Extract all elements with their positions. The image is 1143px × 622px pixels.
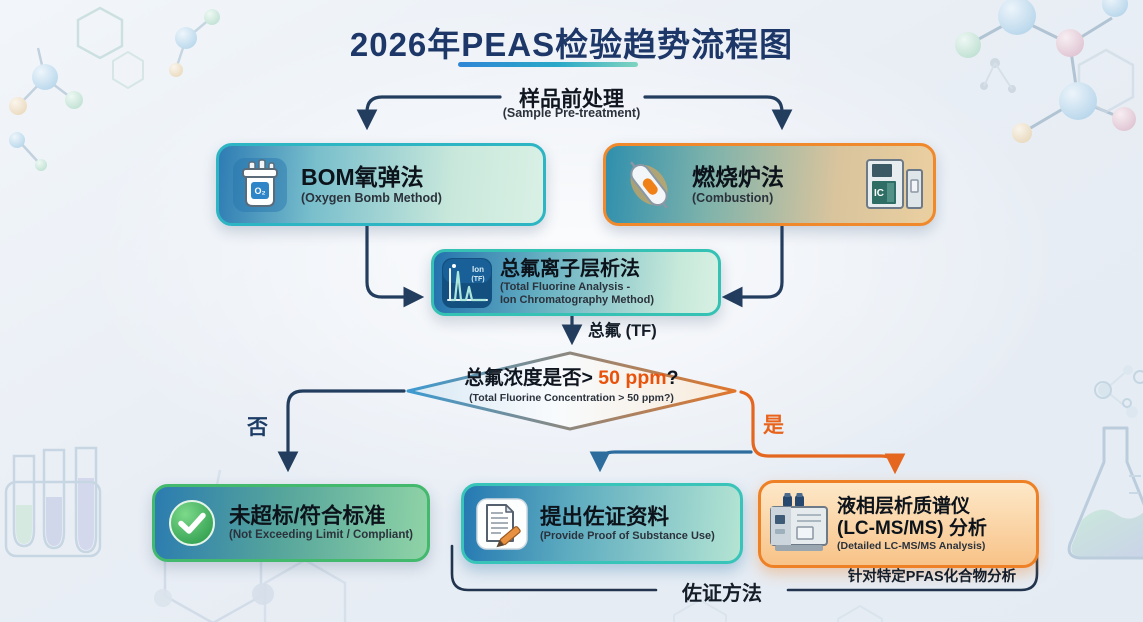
pretreatment-label-en: (Sample Pre-treatment) [502, 106, 641, 120]
molecule-decoration-top-right [955, 0, 1136, 143]
proof-methods-label: 佐证方法 [682, 583, 762, 605]
connector-combustion-to-tf [721, 221, 784, 308]
decision-question-highlight: 50 ppm [592, 367, 667, 389]
node-lcmsms-analysis: 液相层析质谱仪 (LC-MS/MS) 分析 (Detailed LC-MS/MS… [758, 480, 1039, 568]
compliant-subtitle: (Not Exceeding Limit / Compliant) [229, 528, 414, 541]
decision-question: 总氟浓度是否> 50 ppm? [408, 361, 735, 390]
connector-pretreat-to-combustion [643, 95, 793, 131]
pfas-note: 针对特定PFAS化合物分析 [847, 569, 1017, 585]
connector-pretreat-to-bom [356, 95, 502, 131]
node-combustion: 燃烧炉法 (Combustion) IC [603, 143, 936, 226]
molecule-decoration-top-left [9, 6, 220, 171]
compliant-text: 未超标/符合标准 (Not Exceeding Limit / Complian… [229, 504, 413, 542]
no-branch-label: 否 [247, 416, 268, 439]
document-pencil-icon [464, 497, 540, 551]
molecule-decoration-right [1098, 365, 1138, 418]
decision-question-en: (Total Fluorine Concentration > 50 ppm?) [469, 392, 674, 404]
connector-yes-to-proof [589, 450, 753, 473]
ic-label: IC [874, 188, 884, 199]
total-fluorine-subtitle-line1: (Total Fluorine Analysis - [500, 281, 631, 294]
yes-branch-label: 是 [763, 414, 784, 437]
total-fluorine-subtitle-line2: Ion Chromatography Method) [500, 294, 654, 306]
tf-edge-label: 总氟 (TF) [588, 322, 657, 340]
decision-node-text: 总氟浓度是否> 50 ppm? (Total Fluorine Concentr… [408, 361, 735, 404]
o2-label: O₂ [255, 186, 266, 196]
lcms-title-line2: (LC-MS/MS) 分析 [837, 517, 987, 539]
tf-label-icon: (TF) [471, 276, 484, 283]
total-fluorine-title: 总氟离子层析法 [500, 258, 640, 281]
chromatogram-icon: Ion (TF) [434, 257, 500, 309]
oxygen-bomb-title: BOM氧弹法 [301, 164, 424, 191]
proof-text: 提出佐证资料 (Provide Proof of Substance Use) [540, 505, 715, 542]
decision-question-suffix: ? [666, 367, 679, 389]
pretreatment-label: 样品前处理 [519, 88, 624, 111]
connector-bom-to-tf [365, 221, 425, 308]
node-total-fluorine-ic: Ion (TF) 总氟离子层析法 (Total Fluorine Analysi… [431, 249, 721, 316]
oxygen-bomb-subtitle: (Oxygen Bomb Method) [301, 190, 442, 205]
compliant-title: 未超标/符合标准 [229, 504, 386, 529]
node-oxygen-bomb: O₂ BOM氧弹法 (Oxygen Bomb Method) [216, 143, 546, 226]
decision-diamond [406, 351, 737, 431]
bracket-proof-methods-left [450, 544, 658, 592]
check-icon [155, 499, 229, 547]
connector-decision-no [277, 389, 406, 473]
lcms-text: 液相层析质谱仪 (LC-MS/MS) 分析 (Detailed LC-MS/MS… [837, 496, 987, 552]
lcms-instrument-icon [761, 493, 837, 555]
proof-subtitle: (Provide Proof of Substance Use) [540, 529, 715, 542]
combustion-tube-icon [606, 154, 692, 216]
combustion-title: 燃烧炉法 [692, 164, 784, 191]
proof-title: 提出佐证资料 [540, 504, 670, 529]
oxygen-bomb-icon: O₂ [219, 156, 301, 214]
lcms-subtitle: (Detailed LC-MS/MS Analysis) [837, 539, 986, 552]
page-title: 2026年PEAS检验趋势流程图 [349, 26, 794, 63]
total-fluorine-text: 总氟离子层析法 (Total Fluorine Analysis - Ion C… [500, 258, 654, 306]
lcms-title-line1: 液相层析质谱仪 [837, 496, 971, 518]
node-proof-documents: 提出佐证资料 (Provide Proof of Substance Use) [461, 483, 743, 564]
combustion-text: 燃烧炉法 (Combustion) [692, 164, 855, 205]
title-underline [458, 62, 638, 67]
combustion-subtitle: (Combustion) [692, 190, 774, 205]
node-compliant: 未超标/符合标准 (Not Exceeding Limit / Complian… [152, 484, 430, 562]
ic-instrument-icon: IC [855, 154, 933, 216]
oxygen-bomb-text: BOM氧弹法 (Oxygen Bomb Method) [301, 164, 442, 205]
hexagon-decoration-bottom [673, 598, 883, 622]
ion-label: Ion [472, 265, 484, 274]
flask-decoration [1067, 370, 1143, 560]
decision-question-zh: 总氟浓度是否> [464, 367, 593, 389]
connector-decision-yes [739, 390, 906, 475]
